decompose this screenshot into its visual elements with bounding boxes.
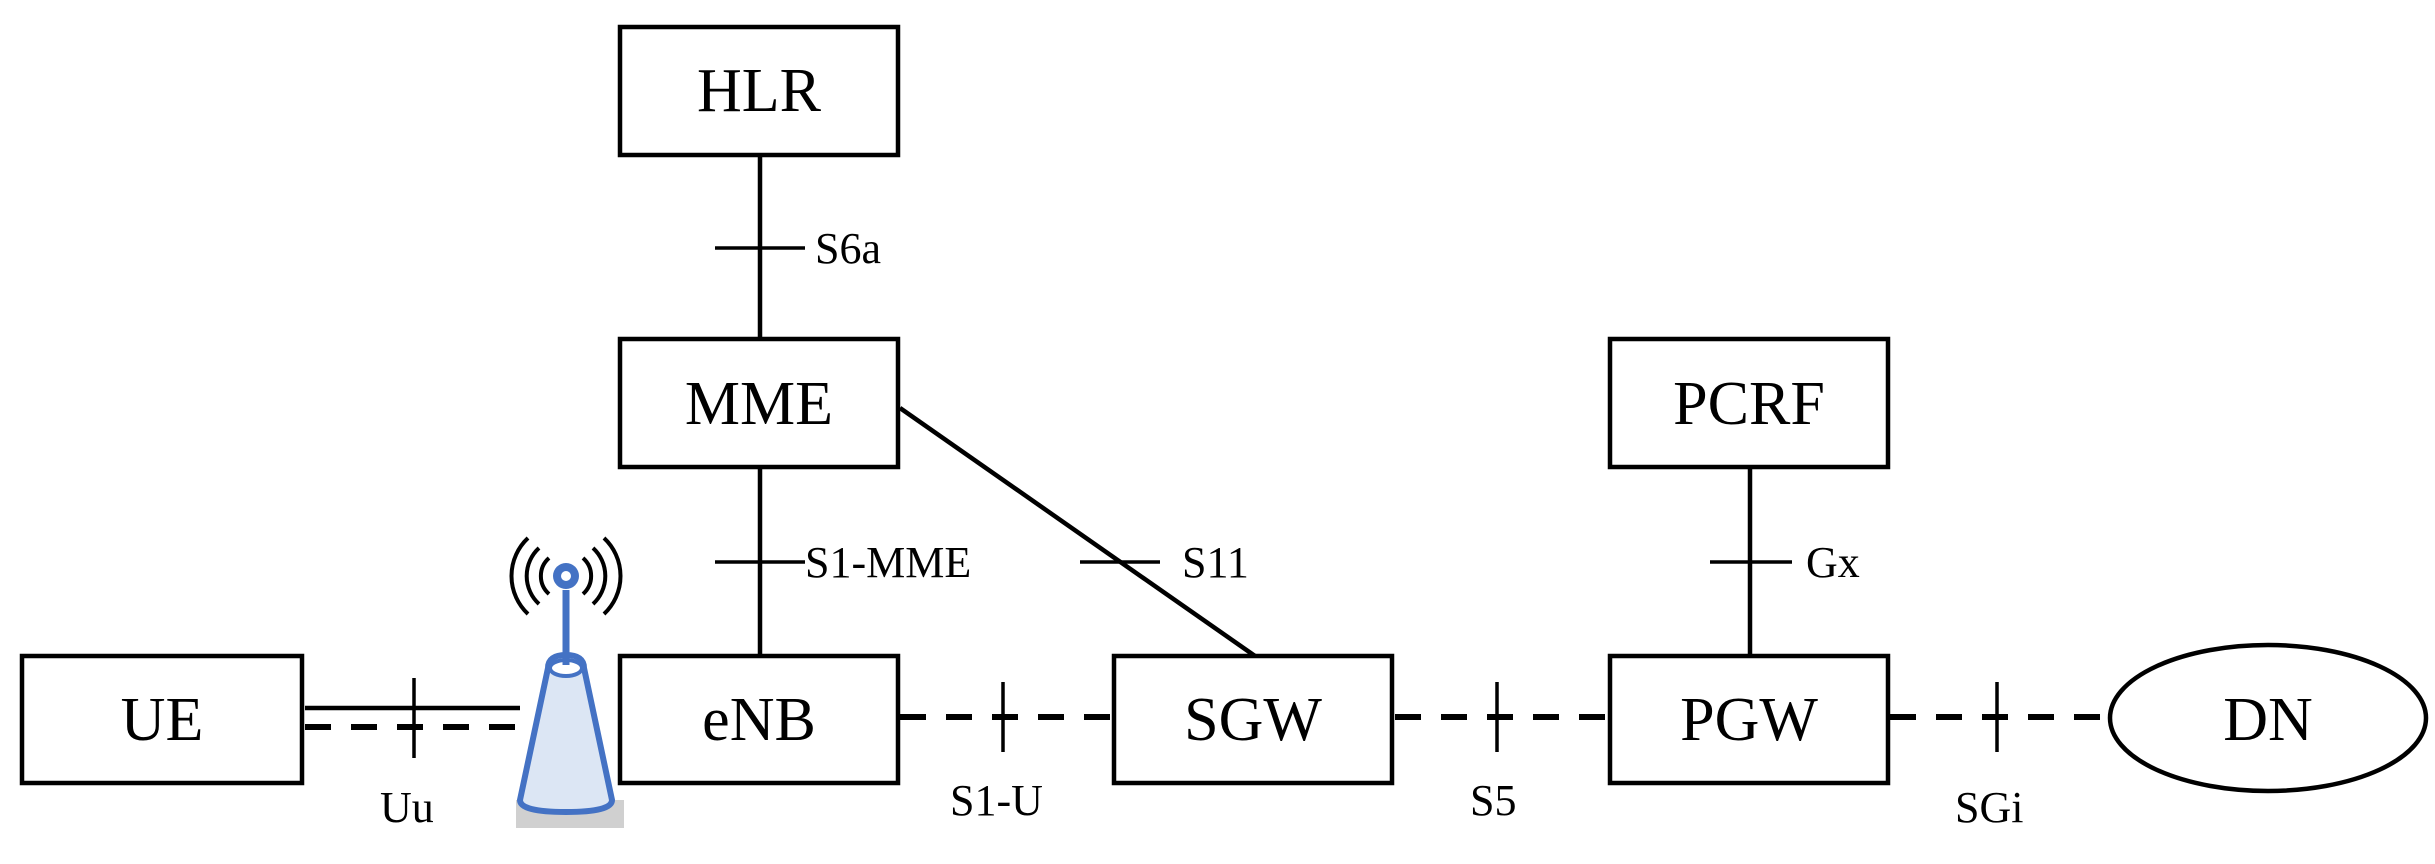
node-sgw-label: SGW xyxy=(1184,686,1322,754)
label-uu: Uu xyxy=(380,783,434,832)
node-pcrf: PCRF xyxy=(1607,336,1891,470)
node-pgw-label: PGW xyxy=(1680,686,1818,754)
label-gx: Gx xyxy=(1806,538,1860,587)
label-s1-mme: S1-MME xyxy=(805,538,971,587)
node-mme-label: MME xyxy=(685,370,833,438)
node-sgw: SGW xyxy=(1111,653,1395,786)
antenna-signal-dot-center xyxy=(561,571,571,581)
node-hlr: HLR xyxy=(617,24,901,158)
node-pcrf-label: PCRF xyxy=(1673,370,1825,438)
link-mme-sgw xyxy=(898,406,1257,658)
signal-wave-right-inner xyxy=(581,556,594,596)
signal-wave-left-outer xyxy=(509,536,530,616)
label-sgi: SGi xyxy=(1955,783,2023,832)
node-ue-label: UE xyxy=(121,686,204,754)
label-s1-u: S1-U xyxy=(950,776,1043,825)
label-s6a: S6a xyxy=(815,224,881,273)
label-s5: S5 xyxy=(1470,776,1516,825)
node-hlr-label: HLR xyxy=(697,57,822,125)
node-enb: eNB xyxy=(617,653,901,786)
node-dn: DN xyxy=(2107,642,2429,794)
signal-wave-left-middle xyxy=(524,546,541,606)
node-dn-label: DN xyxy=(2223,686,2313,754)
label-s11: S11 xyxy=(1182,538,1249,587)
radio-antenna-icon xyxy=(509,536,624,828)
signal-wave-left-inner xyxy=(538,556,551,596)
node-mme: MME xyxy=(617,336,901,470)
node-ue: UE xyxy=(19,653,305,786)
signal-wave-right-outer xyxy=(602,536,623,616)
antenna-body xyxy=(516,651,616,816)
node-pgw: PGW xyxy=(1607,653,1891,786)
node-enb-label: eNB xyxy=(702,686,816,754)
signal-wave-right-middle xyxy=(591,546,608,606)
